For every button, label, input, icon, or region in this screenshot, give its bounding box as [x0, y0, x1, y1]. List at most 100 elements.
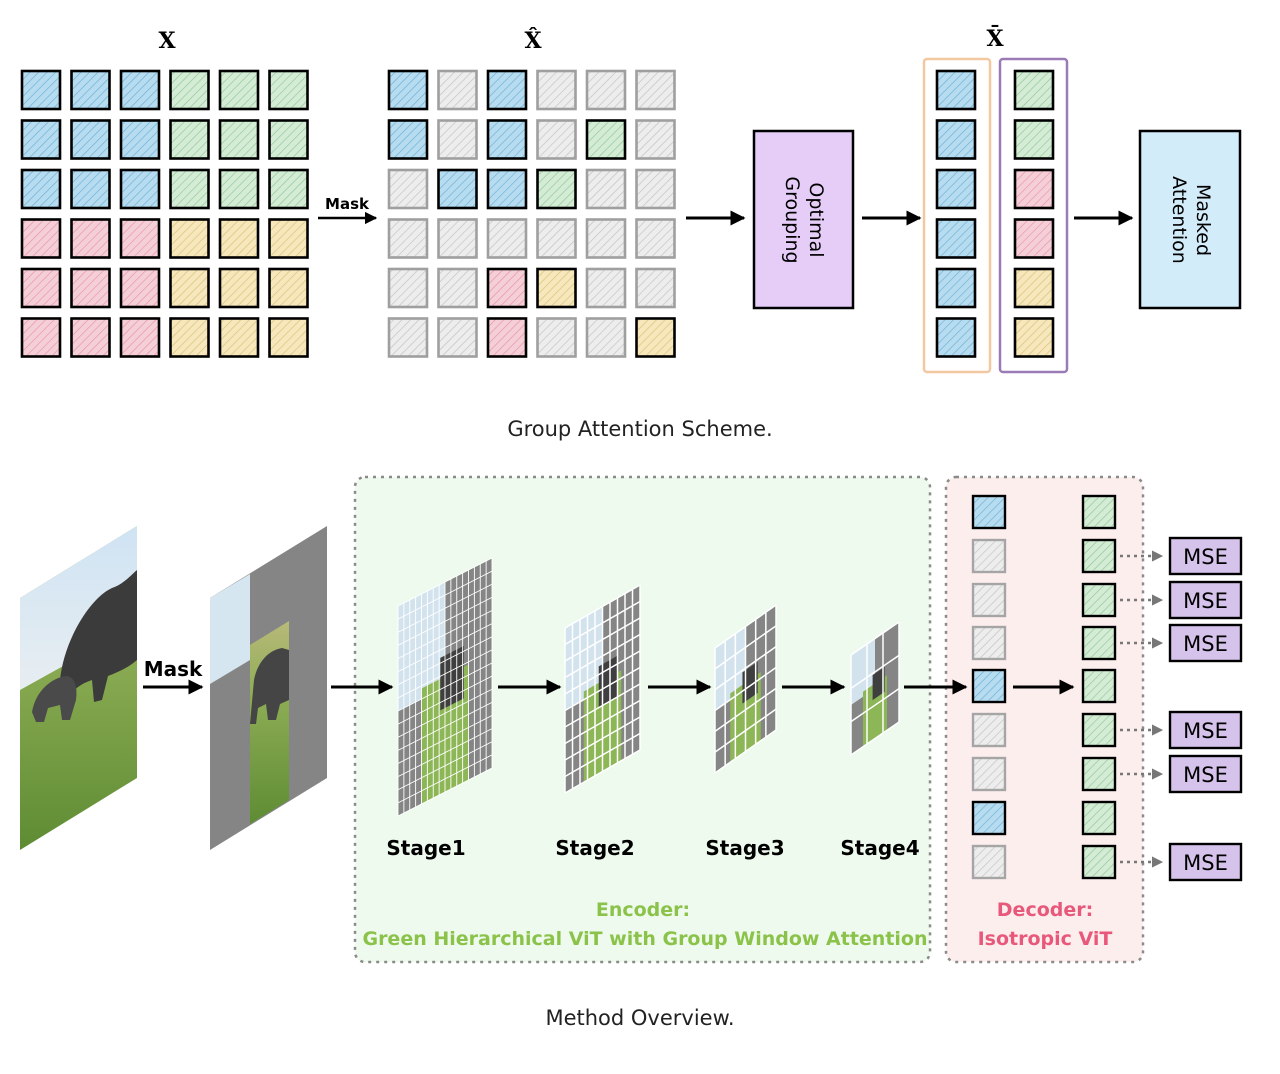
- masked-token-cell: [585, 317, 627, 358]
- grouped-tokens: [935, 69, 1055, 358]
- encoder-panel: [353, 475, 932, 964]
- token-cell: [169, 267, 210, 309]
- token-cell: [119, 69, 161, 111]
- masked-attention-line2: Attention: [1168, 176, 1190, 264]
- masked-token-cell: [486, 168, 528, 210]
- group2-token: [1013, 69, 1055, 111]
- token-cell: [268, 168, 309, 210]
- optimal-grouping-box: Optimal Grouping: [752, 129, 855, 310]
- token-cell: [119, 218, 161, 259]
- group1-token: [935, 168, 977, 210]
- masked-token-cell: [536, 317, 577, 358]
- group-attention-scheme: X X̂ X̄ Mask Optimal Grouping: [20, 24, 1242, 374]
- decoder-output-token: [1081, 538, 1117, 574]
- masked-token-cell: [585, 119, 627, 160]
- group-frame-2: [998, 57, 1069, 374]
- mse-box: [1168, 536, 1243, 576]
- elephant-shape: [60, 570, 137, 702]
- group1-token: [935, 317, 977, 358]
- token-cell: [70, 168, 111, 210]
- token-cell: [70, 267, 111, 309]
- group1-token: [935, 119, 977, 160]
- mse-label: MSE: [1183, 851, 1228, 875]
- masked-token-cell: [486, 218, 528, 259]
- mse-label: MSE: [1183, 632, 1228, 656]
- token-cell: [169, 119, 210, 160]
- decoder-output-token: [1081, 625, 1117, 661]
- stage1-feature-map: [397, 557, 493, 817]
- stage1-label: Stage1: [386, 836, 465, 860]
- decoder-output-token: [1081, 844, 1117, 880]
- masked-token-cell: [437, 168, 478, 210]
- masked-token-cell: [585, 218, 627, 259]
- stage4-label: Stage4: [840, 836, 919, 860]
- token-cell: [169, 168, 210, 210]
- decoder-input-token: [971, 844, 1007, 880]
- group2-token: [1013, 168, 1055, 210]
- token-cell: [169, 317, 210, 358]
- decoder-title: Decoder:: [997, 899, 1093, 921]
- masked-token-cell: [635, 168, 676, 210]
- token-cell: [20, 267, 62, 309]
- token-cell: [218, 69, 260, 111]
- token-cell: [218, 218, 260, 259]
- masked-token-cell: [536, 267, 577, 309]
- masked-token-cell: [635, 267, 676, 309]
- mse-label: MSE: [1183, 589, 1228, 613]
- label-x-bar: X̄: [986, 24, 1004, 52]
- token-cell: [20, 218, 62, 259]
- decoder-input-token: [971, 800, 1007, 836]
- mse-box: [1168, 623, 1243, 663]
- label-x: X: [158, 28, 176, 54]
- token-cell: [20, 317, 62, 358]
- token-cell: [70, 119, 111, 160]
- mse-box: [1168, 710, 1243, 750]
- decoder-input-token: [971, 712, 1007, 748]
- encoder-stages: [397, 557, 900, 817]
- decoder-input-token: [971, 582, 1007, 618]
- optimal-grouping-line2: Grouping: [781, 176, 803, 263]
- masked-token-cell: [536, 69, 577, 111]
- stage3-label: Stage3: [705, 836, 784, 860]
- token-cell: [70, 218, 111, 259]
- decoder-output-token: [1081, 712, 1117, 748]
- token-cell: [268, 317, 309, 358]
- optimal-grouping-line1: Optimal: [805, 182, 827, 257]
- masked-token-cell: [536, 218, 577, 259]
- masked-token-cell: [536, 119, 577, 160]
- token-cell: [20, 69, 62, 111]
- group2-token: [1013, 218, 1055, 259]
- input-token-grid: [20, 69, 309, 358]
- masked-token-cell: [387, 218, 429, 259]
- encoder-subtitle: Green Hierarchical ViT with Group Window…: [362, 928, 927, 950]
- decoder-input-token: [971, 625, 1007, 661]
- masked-token-cell: [585, 69, 627, 111]
- masked-token-cell: [635, 317, 676, 358]
- masked-token-cell: [585, 267, 627, 309]
- token-cell: [218, 168, 260, 210]
- masked-token-cell: [486, 69, 528, 111]
- token-cell: [119, 119, 161, 160]
- decoder-input-token: [971, 668, 1007, 704]
- decoder-subtitle: Isotropic ViT: [978, 928, 1113, 950]
- token-cell: [268, 218, 309, 259]
- mse-box: [1168, 580, 1243, 620]
- token-cell: [119, 317, 161, 358]
- caption-method-overview: Method Overview.: [545, 1006, 735, 1030]
- group1-token: [935, 267, 977, 309]
- encoder-title: Encoder:: [596, 899, 690, 921]
- decoder-input-token: [971, 494, 1007, 530]
- mask-label-bottom: Mask: [144, 657, 203, 681]
- stage2-label: Stage2: [555, 836, 634, 860]
- mse-label: MSE: [1183, 719, 1228, 743]
- mask-label-top: Mask: [325, 195, 370, 213]
- masked-token-cell: [635, 69, 676, 111]
- input-image: [20, 526, 137, 850]
- decoder-output-token: [1081, 756, 1117, 792]
- method-overview: Mask Stage1 Stage2 Stage3 Stage4 Encoder…: [20, 475, 1243, 964]
- group2-token: [1013, 317, 1055, 358]
- masked-token-cell: [585, 168, 627, 210]
- mse-label: MSE: [1183, 545, 1228, 569]
- group2-token: [1013, 119, 1055, 160]
